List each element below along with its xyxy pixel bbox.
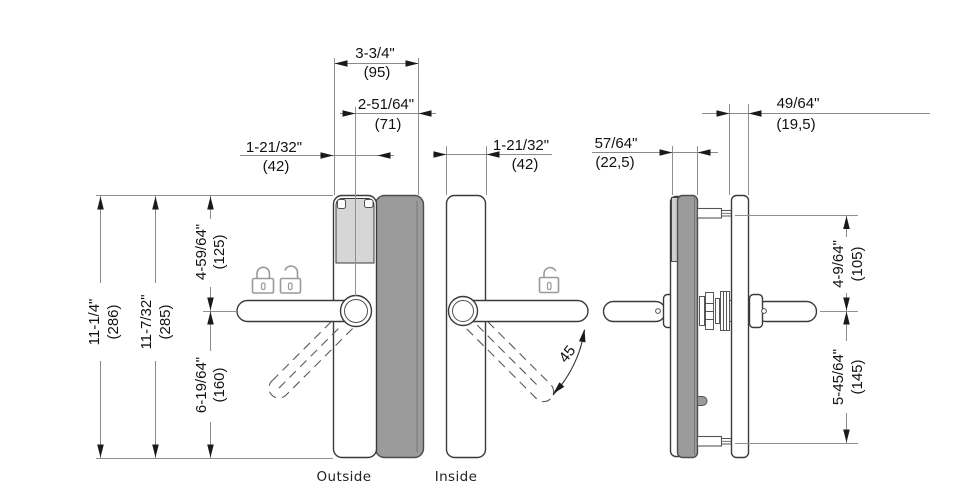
dim-handle-to-bottom-mm: (160) — [211, 367, 228, 402]
inside-view-label: Inside — [435, 469, 478, 485]
dim-overall-height-mm: (286) — [105, 304, 122, 339]
dim-outside-projection-mm: (22,5) — [595, 154, 634, 171]
side-view — [602, 194, 818, 459]
outside-view-label: Outside — [317, 469, 372, 485]
dim-plate-height-in: 11-7/32" — [138, 294, 155, 349]
dim-inside-plate-width-in: 1-21/32" — [493, 137, 549, 154]
dimension-top-to-handle: 4-59/64" (125) — [193, 196, 228, 311]
dimension-outside-projection: 57/64" (22,5) — [592, 135, 718, 171]
dimension-inside-projection: 49/64" (19,5) — [702, 95, 930, 133]
dimension-top-fixing-to-handle: 4-9/64" (105) — [830, 216, 866, 311]
side-latch-tab — [697, 396, 708, 406]
inside-lever-handle — [462, 299, 589, 323]
inside-handle-rose-inner — [452, 300, 474, 322]
dim-center-to-edge-in: 2-51/64" — [358, 96, 414, 113]
inside-handle-rotated-ghost — [459, 307, 555, 403]
side-bottom-fixing-bolt — [696, 435, 734, 447]
side-outside-handle-screw — [655, 308, 661, 314]
dim-outside-plate-width-in: 1-21/32" — [246, 139, 302, 156]
dim-handle-rotation-angle: 45 — [556, 342, 580, 366]
dim-plate-height-mm: (285) — [157, 304, 174, 339]
dim-inside-plate-width-mm: (42) — [512, 156, 539, 173]
dim-top-fixing-to-handle-in: 4-9/64" — [830, 240, 847, 288]
dim-handle-to-bottom-fixing-in: 5-45/64" — [830, 349, 847, 405]
dimension-outside-plate-width: 1-21/32" (42) — [240, 139, 394, 175]
dim-handle-to-bottom-in: 6-19/64" — [193, 357, 210, 413]
dim-overall-height-in: 11-1/4" — [86, 299, 103, 346]
reader-corner-notch-left — [337, 199, 346, 209]
dimension-inside-plate-width: 1-21/32" (42) — [433, 137, 552, 173]
dim-top-to-handle-in: 4-59/64" — [193, 224, 210, 280]
dim-inside-projection-mm: (19,5) — [776, 116, 815, 133]
side-lock-cylinder — [699, 291, 733, 331]
padlock-unlocked-icon — [538, 266, 560, 294]
dimension-handle-rotation-angle: 45 — [552, 329, 586, 396]
dim-outside-plate-width-mm: (42) — [263, 158, 290, 175]
dimension-overall-height: 11-1/4" (286) — [86, 196, 122, 458]
dim-outside-projection-in: 57/64" — [595, 135, 638, 152]
dim-center-to-edge-mm: (71) — [375, 116, 402, 133]
dim-inside-projection-in: 49/64" — [777, 95, 820, 112]
side-inside-handle-neck — [748, 293, 764, 329]
outside-lever-handle — [236, 299, 357, 323]
outside-handle-rotated-ghost — [268, 307, 360, 399]
dimension-handle-to-bottom: 6-19/64" (160) — [193, 311, 228, 458]
dimension-center-to-edge: 2-51/64" (71) — [340, 96, 436, 133]
dimension-overall-width: 3-3/4" (95) — [334, 45, 419, 81]
side-top-fixing-bolt — [696, 207, 734, 219]
inside-view — [445, 194, 589, 459]
dimension-plate-height: 11-7/32" (285) — [138, 196, 174, 458]
padlock-locked-icon — [251, 266, 275, 294]
padlock-unlocked-icon — [279, 265, 302, 294]
dim-top-fixing-to-handle-mm: (105) — [849, 246, 866, 281]
dim-handle-to-bottom-fixing-mm: (145) — [849, 359, 866, 394]
side-outside-backplate-profile — [676, 194, 699, 459]
extension-lines — [96, 58, 858, 459]
dim-overall-width-mm: (95) — [364, 64, 391, 81]
inside-escutcheon — [445, 194, 487, 459]
dim-overall-width-in: 3-3/4" — [355, 45, 395, 62]
dim-top-to-handle-mm: (125) — [211, 234, 228, 269]
reader-corner-notch-right — [364, 199, 374, 208]
outside-handle-rose-inner — [344, 299, 368, 323]
dimension-handle-to-bottom-fixing: 5-45/64" (145) — [830, 311, 866, 443]
outside-view — [236, 194, 425, 459]
outside-backplate — [374, 194, 425, 459]
side-inside-handle-screw — [761, 308, 767, 314]
side-inside-escutcheon-profile — [730, 194, 750, 459]
